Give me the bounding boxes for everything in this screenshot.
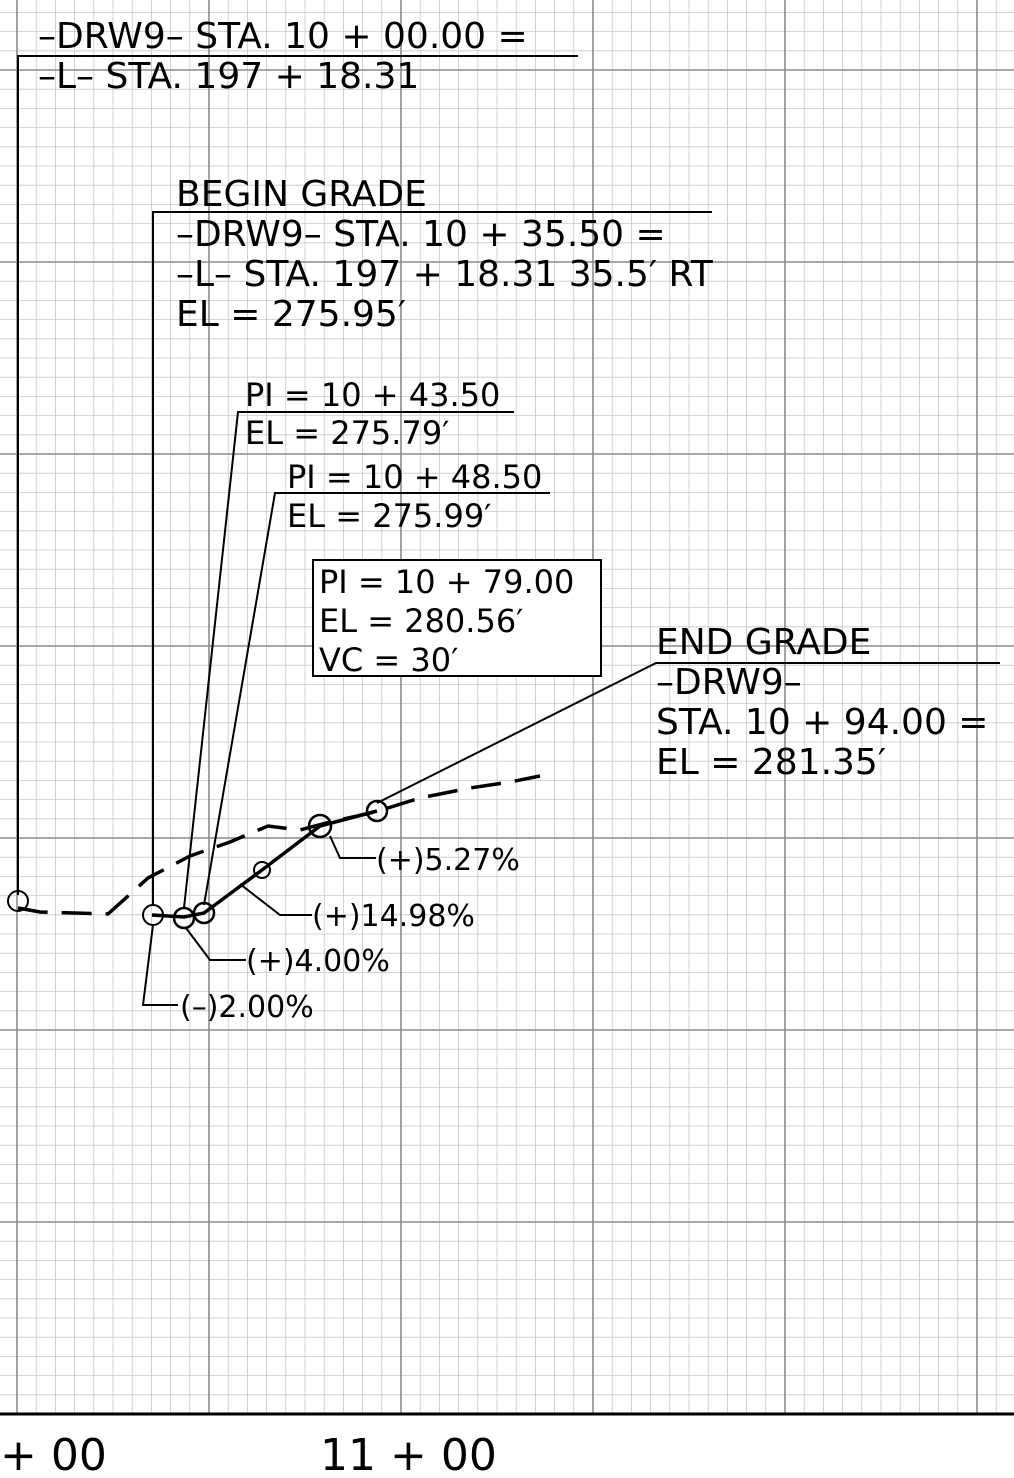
begin-grade-label: BEGIN GRADE –DRW9– STA. 10 + 35.50 = –L–… bbox=[176, 174, 714, 335]
pi-2-station: PI = 10 + 48.50 bbox=[287, 458, 542, 496]
station-label-left: + 00 bbox=[0, 1430, 107, 1478]
pi-3-box bbox=[312, 559, 602, 677]
end-grade-line-2: STA. 10 + 94.00 = bbox=[656, 702, 988, 743]
begin-grade-line-1: –DRW9– STA. 10 + 35.50 = bbox=[176, 214, 666, 255]
pvt-point bbox=[307, 813, 333, 839]
pi-3-elevation: EL = 280.56′ bbox=[319, 602, 523, 640]
pi-3-station: PI = 10 + 79.00 bbox=[319, 563, 574, 601]
pi-3-vertical-curve: VC = 30′ bbox=[319, 641, 458, 679]
tie-label-line-1: –DRW9– STA. 10 + 00.00 = bbox=[38, 16, 528, 57]
tie-label: –DRW9– STA. 10 + 00.00 = –L– STA. 197 + … bbox=[38, 16, 528, 97]
grade-label-2: (+)4.00% bbox=[246, 944, 390, 979]
tie-label-line-2: –L– STA. 197 + 18.31 bbox=[38, 56, 419, 97]
begin-grade-line-3: EL = 275.95′ bbox=[176, 294, 406, 335]
pi-1-label: PI = 10 + 43.50 EL = 275.79′ bbox=[245, 376, 500, 452]
station-labels: + 00 11 + 00 bbox=[0, 1430, 497, 1478]
pi-1-elevation: EL = 275.79′ bbox=[245, 414, 449, 452]
station-label-center: 11 + 00 bbox=[320, 1430, 497, 1478]
pvc-point bbox=[253, 861, 271, 879]
end-grade-label: END GRADE –DRW9– STA. 10 + 94.00 = EL = … bbox=[656, 622, 988, 783]
end-grade-line-3: EL = 281.35′ bbox=[656, 742, 886, 783]
pi-2-elevation: EL = 275.99′ bbox=[287, 497, 491, 535]
grade-label-3: (+)14.98% bbox=[312, 899, 475, 934]
grade-label-1: (–)2.00% bbox=[180, 990, 314, 1025]
leader-lines bbox=[17, 55, 1000, 1006]
pi-3-label: PI = 10 + 79.00 EL = 280.56′ VC = 30′ bbox=[319, 563, 574, 679]
grade-label-4: (+)5.27% bbox=[376, 843, 520, 878]
begin-grade-title: BEGIN GRADE bbox=[176, 174, 427, 215]
pi-1-station: PI = 10 + 43.50 bbox=[245, 376, 500, 414]
end-grade-point bbox=[365, 799, 389, 823]
end-grade-title: END GRADE bbox=[656, 622, 871, 663]
begin-grade-line-2: –L– STA. 197 + 18.31 35.5′ RT bbox=[176, 254, 714, 295]
end-grade-line-1: –DRW9– bbox=[656, 662, 802, 703]
grade-labels: (–)2.00% (+)4.00% (+)14.98% (+)5.27% bbox=[180, 843, 520, 1025]
pi-2-label: PI = 10 + 48.50 EL = 275.99′ bbox=[287, 458, 542, 535]
existing-ground-line bbox=[17, 774, 541, 916]
